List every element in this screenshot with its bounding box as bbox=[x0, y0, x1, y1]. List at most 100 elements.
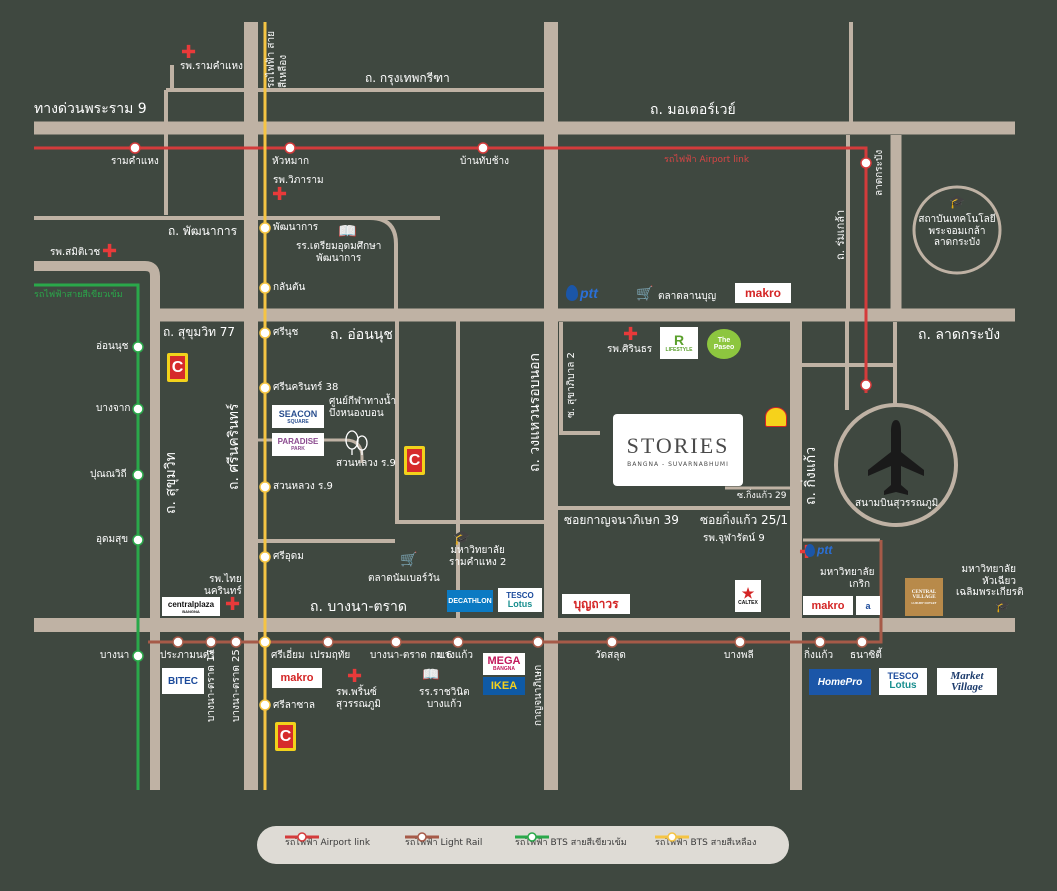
boonthavorn-logo: บุญถาวร bbox=[562, 594, 630, 614]
lotus-text: Lotus bbox=[507, 598, 533, 609]
kmitl-line2: พระจอมเกล้า bbox=[928, 225, 986, 237]
sukhaphiban2-road bbox=[559, 322, 600, 435]
airport-label: สนามบินสุวรรณภูมิ bbox=[855, 498, 939, 509]
station-klantan[interactable] bbox=[259, 282, 271, 294]
station-bangna17[interactable] bbox=[205, 636, 217, 648]
ptt-logo: ptt bbox=[566, 285, 598, 302]
station-onnut-label: อ่อนนุช bbox=[96, 341, 129, 352]
ramkhamhaeng2-line1: มหาวิทยาลัย bbox=[450, 545, 505, 556]
station-praphamontri[interactable] bbox=[172, 636, 184, 648]
hc-univ-label: มหาวิทยาลัย หัวเฉียว เฉลิมพระเกียรติ bbox=[956, 564, 1024, 599]
seacon-text: SEACON bbox=[278, 408, 318, 419]
station-bangna-label: บางนา bbox=[100, 650, 130, 661]
station-ramkhamhaeng[interactable] bbox=[129, 142, 141, 154]
station-klantan-label: กลันตัน bbox=[273, 282, 306, 293]
water-sports-line1: ศูนย์กีฬาทางน้ำ bbox=[329, 396, 397, 407]
seacon-square-logo: SEACON SQUARE bbox=[272, 405, 324, 428]
station-srilasalle-label: ศรีลาซาล bbox=[273, 700, 315, 711]
thainakarin-hospital-line1: รพ.ไทย bbox=[209, 574, 242, 585]
central-village-sub-text: LUXURY OUTLET bbox=[911, 600, 937, 605]
station-sriiam[interactable] bbox=[259, 636, 271, 648]
kmitl-line1: สถาบันเทคโนโลยี bbox=[918, 214, 996, 225]
graduation-cap-icon: 🎓 bbox=[949, 195, 966, 210]
station-punnawithi-label: ปุณณวิถี bbox=[90, 469, 127, 480]
station-punnawithi[interactable] bbox=[132, 469, 144, 481]
project-subtitle: BANGNA - SUVARNABHUMI bbox=[627, 460, 729, 468]
ptt-text: ptt bbox=[817, 543, 833, 557]
tesco-text: TESCO bbox=[506, 590, 534, 600]
bigc-logo: C bbox=[167, 353, 188, 382]
station-latkrabang[interactable] bbox=[860, 157, 872, 169]
station-srilasalle[interactable] bbox=[259, 699, 271, 711]
mega-bangna-logo: MEGA BANGNA bbox=[483, 653, 525, 675]
wikrom-hospital-label: รพ.วิภาราม bbox=[273, 175, 324, 186]
station-srinakarin38[interactable] bbox=[259, 382, 271, 394]
stories-project-box[interactable]: STORIES BANGNA - SUVARNABHUMI bbox=[613, 414, 743, 486]
road-onnut-label: ถ. อ่อนนุช bbox=[330, 327, 393, 343]
airport-link-label: รถไฟฟ้า Airport link bbox=[664, 155, 750, 165]
station-srinut[interactable] bbox=[259, 327, 271, 339]
station-bangchak[interactable] bbox=[132, 403, 144, 415]
airplane-icon bbox=[868, 420, 924, 495]
road-phatthanakan-label: ถ. พัฒนาการ bbox=[168, 224, 238, 238]
hospital-icon: ✚ bbox=[225, 594, 241, 615]
legend-light-rail-swatch bbox=[405, 832, 439, 842]
station-banthapchang[interactable] bbox=[477, 142, 489, 154]
market-village-text: Market Village bbox=[950, 669, 984, 693]
station-bangna[interactable] bbox=[132, 650, 144, 662]
makro-text: makro bbox=[811, 599, 845, 612]
tesco-lotus-logo: TESCO Lotus bbox=[879, 668, 927, 695]
yellow-line-label: รถไฟฟ้า สายสีเหลือง bbox=[266, 26, 290, 88]
station-huamak[interactable] bbox=[284, 142, 296, 154]
samitivej-hospital-label: รพ.สมิติเวช bbox=[50, 247, 101, 258]
paradise-sub-text: PARK bbox=[291, 446, 305, 452]
station-bangna25[interactable] bbox=[230, 636, 242, 648]
yellow-line-label-text: รถไฟฟ้า สายสีเหลือง bbox=[266, 31, 289, 88]
station-sriudom[interactable] bbox=[259, 551, 271, 563]
kmitl-circle bbox=[912, 185, 1002, 275]
caltex-star: ★ bbox=[741, 585, 755, 601]
station-udomsuk[interactable] bbox=[132, 534, 144, 546]
legend-bts-yellow-swatch bbox=[655, 832, 689, 842]
bigc-logo: C bbox=[404, 446, 425, 475]
chularat-hospital-label: รพ.จุฬารัตน์ 9 bbox=[703, 533, 765, 544]
station-kanchanaphisek-label: กาญจนาภิเษก bbox=[533, 664, 544, 726]
hc-univ-line3: เฉลิมพระเกียรติ bbox=[956, 587, 1024, 598]
station-thanacity[interactable] bbox=[856, 636, 868, 648]
station-kanchanaphisek[interactable] bbox=[532, 636, 544, 648]
kmitl-line3: ลาดกระบัง bbox=[933, 237, 981, 248]
station-km6[interactable] bbox=[390, 636, 402, 648]
ikea-logo: IKEA bbox=[483, 677, 525, 695]
station-bangphli[interactable] bbox=[734, 636, 746, 648]
thainakarin-hospital-line2: นครินทร์ bbox=[204, 585, 242, 597]
central-plaza-text: centralplaza bbox=[167, 599, 215, 609]
tops-logo: a bbox=[856, 596, 880, 615]
station-watsalud[interactable] bbox=[606, 636, 618, 648]
bigc-logo: C bbox=[275, 722, 296, 751]
ramkhamhaeng-hospital-label: รพ.รามคำแหง bbox=[180, 61, 243, 72]
station-airport-link-end[interactable] bbox=[860, 379, 872, 391]
station-kingkaew[interactable] bbox=[814, 636, 826, 648]
road-latkrabang-label: ถ. ลาดกระบัง bbox=[918, 327, 1001, 343]
road-sukhumvit-label: ถ. สุขุมวิท bbox=[163, 452, 179, 514]
water-sports-line2: บึงหนองบอน bbox=[329, 407, 384, 419]
sukhumvit77-road bbox=[34, 261, 160, 790]
lanboon-market-label: ตลาดลานบุญ bbox=[658, 291, 717, 302]
makro-text: makro bbox=[280, 672, 314, 684]
station-premruethai[interactable] bbox=[322, 636, 334, 648]
mega-text: MEGA bbox=[487, 655, 521, 667]
legend-bts-green: รถไฟฟ้า BTS สายสีเขียวเข้ม bbox=[515, 832, 627, 849]
station-bangkaew[interactable] bbox=[452, 636, 464, 648]
station-srinut-label: ศรีนุช bbox=[273, 327, 299, 338]
number1-market-label: ตลาดนัมเบอร์วัน bbox=[368, 573, 440, 584]
market-village-logo: Market Village bbox=[937, 668, 997, 695]
station-onnut[interactable] bbox=[132, 341, 144, 353]
station-suanluang[interactable] bbox=[259, 481, 271, 493]
station-phatthanakan[interactable] bbox=[259, 222, 271, 234]
road-romklao-label: ถ. ร่มเกล้า bbox=[834, 209, 847, 260]
station-praphamontri-label: ประภามนตรี bbox=[160, 650, 215, 661]
station-suanluang-label: สวนหลวง ร.9 bbox=[273, 481, 333, 492]
krirk-univ-line2: เกริก bbox=[849, 578, 870, 590]
